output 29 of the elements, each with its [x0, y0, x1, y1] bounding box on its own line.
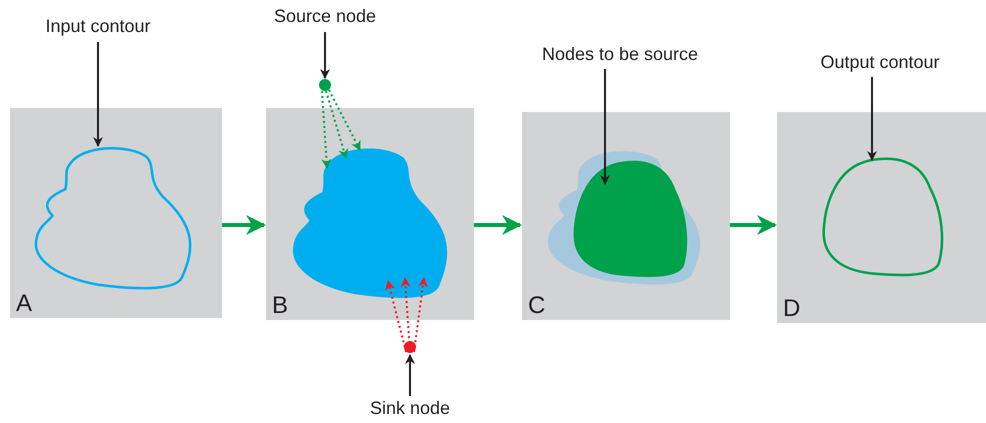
output-contour: [820, 158, 945, 278]
arrow: [320, 32, 330, 79]
arrow: [222, 215, 266, 235]
dotted-arrow: [400, 277, 411, 354]
image-panel: [266, 108, 474, 320]
node-label: Output contour: [800, 52, 960, 76]
arrow: [405, 354, 415, 396]
panel-letter: B: [272, 294, 288, 318]
node-label: Source node: [270, 6, 380, 30]
dotted-arrow: [413, 277, 428, 352]
panel-letter: D: [783, 297, 800, 321]
dotted-arrow: [385, 280, 407, 352]
arrow: [867, 77, 877, 161]
dotted-arrow: [321, 90, 332, 169]
arrow: [93, 42, 103, 147]
dotted-arrow: [325, 90, 348, 159]
node-label: Nodes to be source: [520, 44, 720, 68]
arrow: [474, 215, 522, 235]
image-panel: [10, 108, 222, 318]
arrow: [600, 69, 610, 185]
image-panel: [522, 112, 730, 320]
node-label: Input contour: [28, 16, 168, 40]
arrow: [730, 215, 777, 235]
panel-letter: C: [528, 294, 546, 318]
node-dot: [319, 79, 331, 91]
panel-letter: A: [16, 292, 32, 316]
dotted-arrow: [328, 90, 361, 151]
node-label: Sink node: [360, 398, 460, 422]
image-panel: [777, 112, 986, 323]
